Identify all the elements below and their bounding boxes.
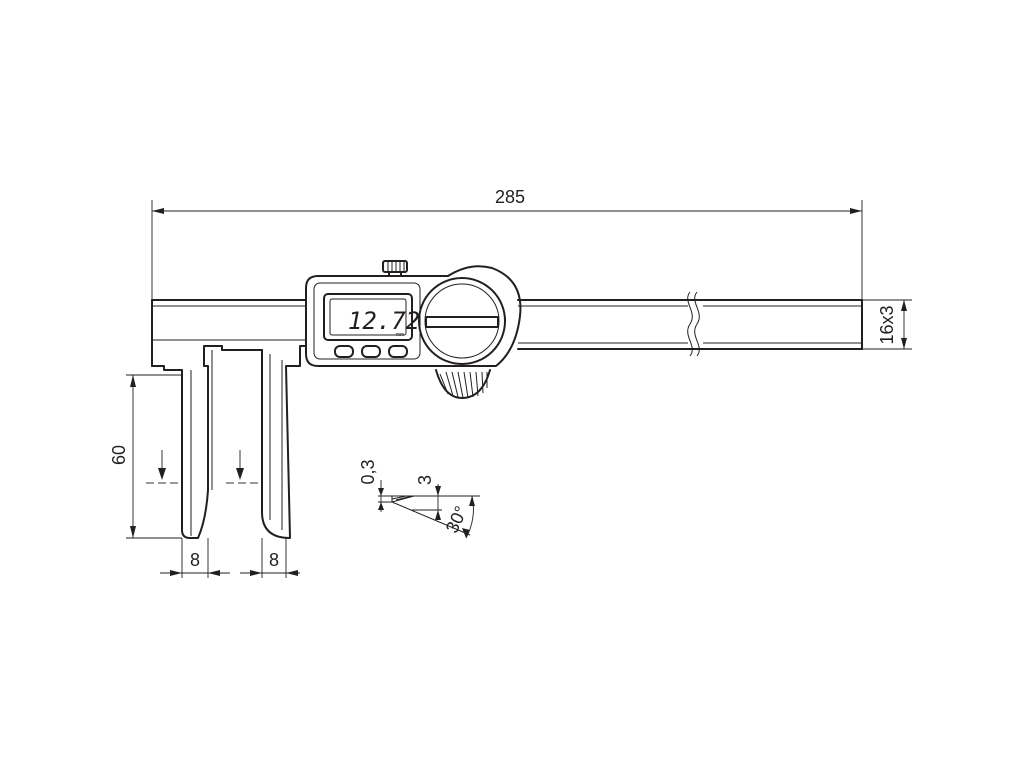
- thumb-wheel: [435, 369, 491, 399]
- dial-inner: [424, 283, 500, 359]
- jaw-depth-label: 60: [109, 445, 129, 465]
- fixed-jaw: [151, 345, 263, 539]
- dial-outer: [418, 277, 506, 365]
- display-unit: 12.72 mm: [305, 260, 522, 399]
- lock-screw: [382, 260, 408, 277]
- jaw-width-right-dimension: 8: [240, 538, 300, 578]
- measuring-point-left: [146, 450, 178, 484]
- button-2: [361, 345, 381, 358]
- lcd-unit: mm: [396, 332, 404, 338]
- overall-length-dimension: 285: [151, 187, 863, 300]
- caliper-beam: [151, 291, 863, 367]
- tip-detail: 0,3 3 30°: [358, 459, 480, 539]
- jaw-width-left-dimension: 8: [160, 538, 230, 578]
- tip-thickness-label: 0,3: [358, 459, 378, 484]
- movable-jaw: [261, 345, 307, 539]
- button-3: [388, 345, 408, 358]
- overall-length-label: 285: [495, 187, 525, 207]
- tip-height-label: 3: [415, 475, 435, 485]
- jaw-depth-dimension: 60: [109, 374, 182, 539]
- lcd-reading: 12.72: [348, 307, 420, 335]
- jaw-width-left-label: 8: [190, 550, 200, 570]
- measuring-point-right: [226, 450, 258, 484]
- jaw-width-right-label: 8: [269, 550, 279, 570]
- beam-section-dimension: 16x3: [862, 299, 912, 350]
- button-1: [334, 345, 354, 358]
- beam-section-label: 16x3: [877, 305, 897, 344]
